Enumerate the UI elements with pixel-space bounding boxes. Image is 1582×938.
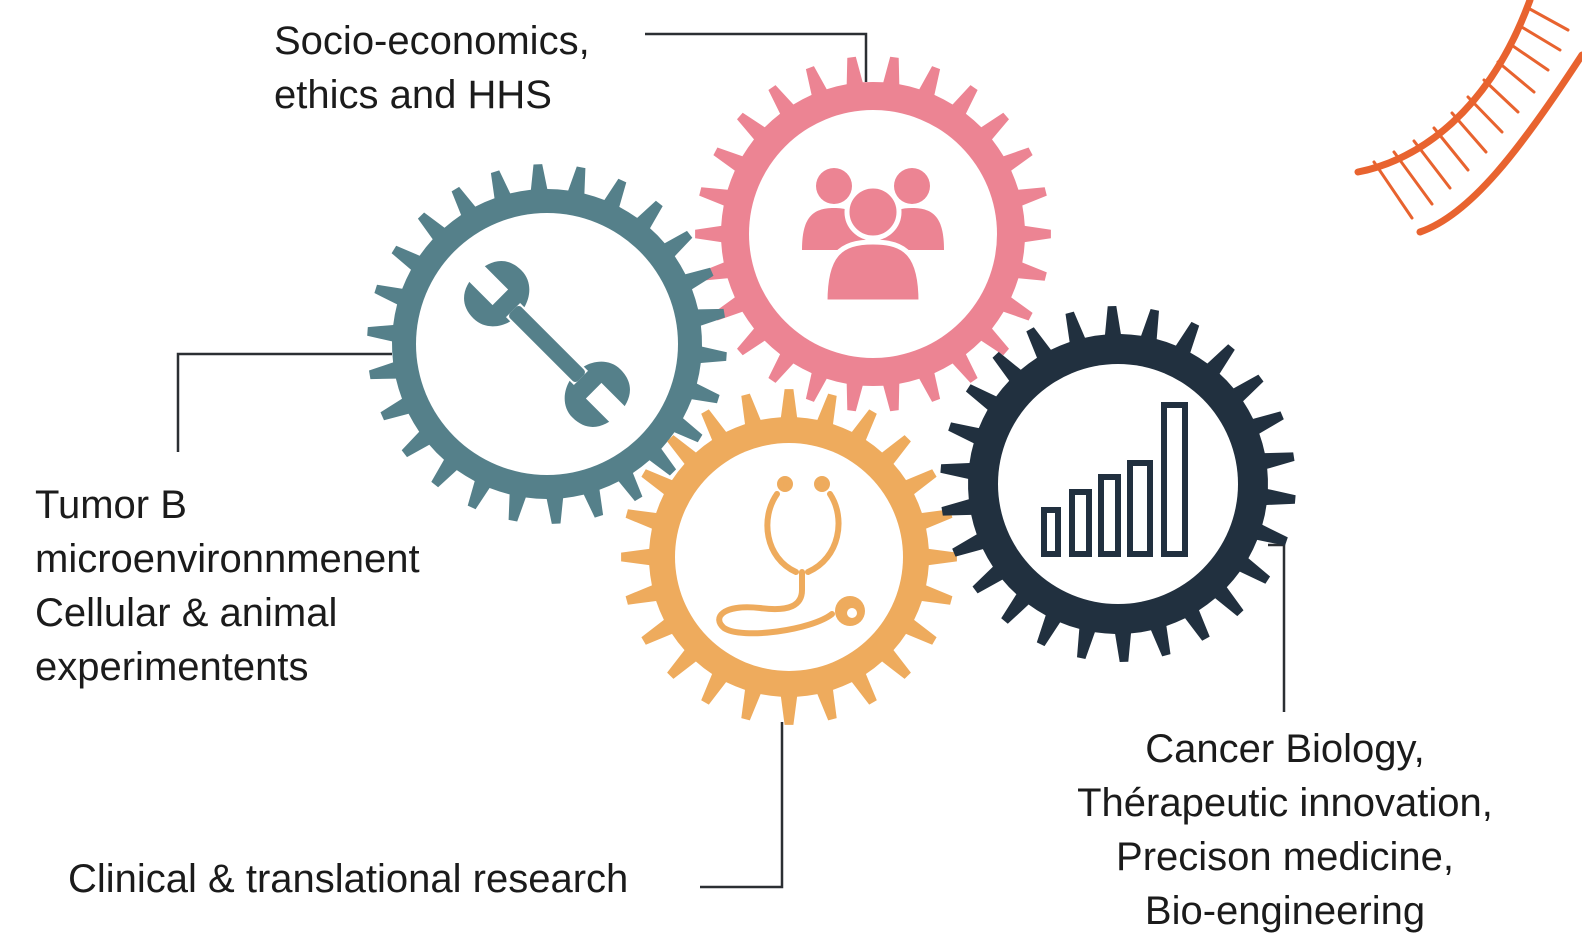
label-line: Thérapeutic innovation, (1077, 781, 1493, 825)
label-line: Clinical & translational research (68, 857, 629, 901)
label-clinical-research: Clinical & translational research (68, 852, 628, 906)
label-line: Socio-economics, (274, 19, 590, 63)
label-line: experimentents (35, 645, 309, 689)
bar-chart-icon (1041, 402, 1188, 557)
people-icon (802, 168, 944, 305)
wrench-icon (464, 261, 630, 427)
stethoscope-icon (716, 476, 865, 637)
gear-tumor (367, 164, 727, 524)
gear-cancer (940, 306, 1296, 662)
label-line: microenvironnmenent (35, 537, 420, 581)
label-line: Cellular & animal (35, 591, 338, 635)
label-tumor-microenvironment: Tumor B microenvironnmenent Cellular & a… (35, 478, 420, 694)
label-line: Bio-engineering (1144, 889, 1426, 933)
connector-cancer (1268, 543, 1286, 712)
label-line: Tumor B (35, 483, 187, 527)
connector-socio (645, 32, 868, 82)
label-line: ethics and HHS (274, 73, 552, 117)
label-socio-economics: Socio-economics, ethics and HHS (274, 14, 590, 122)
connectors (176, 32, 1286, 889)
connector-clinical (700, 722, 784, 889)
gear-clinical (621, 389, 957, 725)
label-cancer-biology: Cancer Biology, Thérapeutic innovation, … (1040, 722, 1530, 938)
connector-tumor (176, 352, 392, 452)
gear-socio (695, 56, 1051, 412)
label-line: Precison medicine, (1116, 835, 1454, 879)
dna-icon (1354, 0, 1582, 236)
label-line: Cancer Biology, (1145, 727, 1425, 771)
